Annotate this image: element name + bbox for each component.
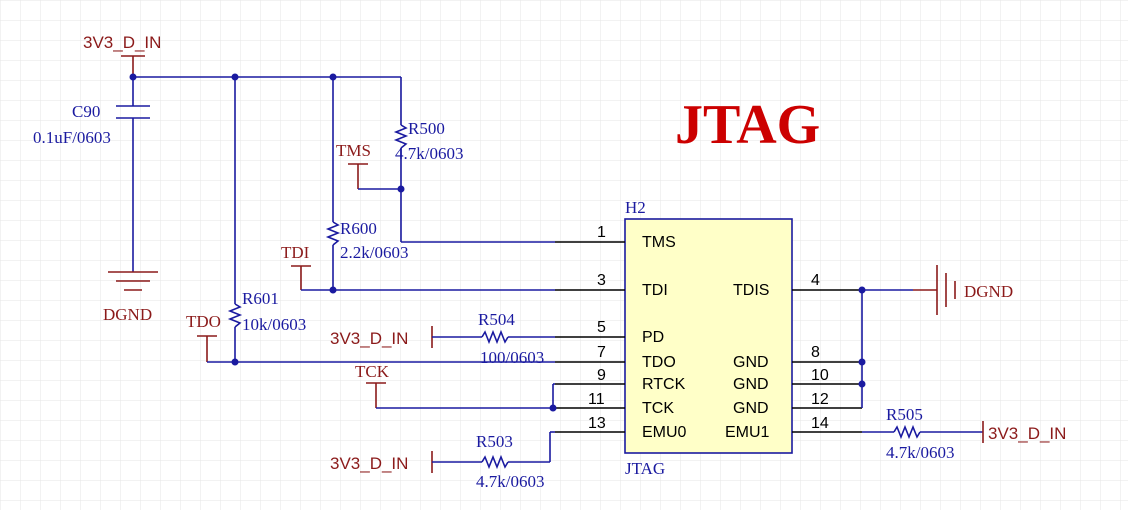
- pin-1-number: 1: [597, 224, 606, 241]
- emu0-supply-label: 3V3_D_IN: [330, 454, 408, 473]
- pin-5-label: PD: [642, 329, 664, 346]
- top-supply-port: 3V3_D_IN: [83, 33, 161, 77]
- r601-ref: R601: [242, 289, 279, 308]
- c90-value: 0.1uF/0603: [33, 128, 111, 147]
- emu1-supply-label: 3V3_D_IN: [988, 424, 1066, 443]
- emu0-pullup: 3V3_D_IN R503 4.7k/0603: [330, 431, 555, 491]
- pin-9-label: RTCK: [642, 376, 686, 393]
- pin-7-label: TDO: [642, 354, 676, 371]
- tms-net-label: TMS: [336, 141, 371, 160]
- tck-net-port: TCK: [355, 362, 553, 409]
- pin-11-label: TCK: [642, 400, 674, 417]
- r500-value: 4.7k/0603: [395, 144, 463, 163]
- pin-13-label: EMU0: [642, 424, 687, 441]
- r601-value: 10k/0603: [242, 315, 306, 334]
- tck-net-label: TCK: [355, 362, 390, 381]
- r503-ref: R503: [476, 432, 513, 451]
- r504-value: 100/0603: [480, 348, 544, 367]
- pin-8-number: 8: [811, 344, 820, 361]
- pd-pullup: 3V3_D_IN R504 100/0603: [330, 310, 555, 367]
- tdo-net-port: TDO: [186, 312, 235, 363]
- capacitor-c90: C90 0.1uF/0603: [33, 77, 150, 272]
- pin-4-number: 4: [811, 272, 820, 289]
- r505-value: 4.7k/0603: [886, 443, 954, 462]
- pin-14-label: EMU1: [725, 424, 770, 441]
- right-ground-bus: DGND: [861, 265, 1013, 408]
- top-rail: [133, 76, 402, 125]
- pin-10-number: 10: [811, 367, 829, 384]
- emu1-pullup: 3V3_D_IN R505 4.7k/0603: [862, 405, 1066, 462]
- pin-11-number: 11: [588, 391, 605, 408]
- diagram-title: JTAG: [675, 94, 820, 156]
- header-body: [624, 218, 793, 454]
- signal-wires: [235, 241, 555, 409]
- junction-dots: [129, 73, 866, 412]
- resistor-r601: R601 10k/0603: [227, 77, 306, 362]
- pin-5-number: 5: [597, 319, 606, 336]
- header-name: JTAG: [625, 459, 665, 478]
- header-h2: H2 JTAG 1 3 5 7 9 11 13 TMS TDI PD TDO R…: [555, 198, 862, 478]
- pin-3-label: TDI: [642, 282, 668, 299]
- pin-14-number: 14: [811, 415, 829, 432]
- dgnd-left-symbol: DGND: [103, 271, 158, 324]
- dgnd-left-label: DGND: [103, 305, 152, 324]
- pin-12-number: 12: [811, 391, 829, 408]
- tdi-net-port: TDI: [281, 243, 333, 291]
- pin-9-number: 9: [597, 367, 606, 384]
- top-supply-label: 3V3_D_IN: [83, 33, 161, 52]
- r503-value: 4.7k/0603: [476, 472, 544, 491]
- pin-8-label: GND: [733, 354, 769, 371]
- resistor-r500: R500 4.7k/0603: [393, 119, 463, 242]
- tms-net-port: TMS: [336, 141, 401, 190]
- pin-1-label: TMS: [642, 234, 676, 251]
- tdi-net-label: TDI: [281, 243, 310, 262]
- pin-3-number: 3: [597, 272, 606, 289]
- r600-value: 2.2k/0603: [340, 243, 408, 262]
- r500-ref: R500: [408, 119, 445, 138]
- pin-10-label: GND: [733, 376, 769, 393]
- pin-7-number: 7: [597, 344, 606, 361]
- pin-13-number: 13: [588, 415, 606, 432]
- r504-ref: R504: [478, 310, 515, 329]
- c90-ref: C90: [72, 102, 100, 121]
- pin-12-label: GND: [733, 400, 769, 417]
- r600-ref: R600: [340, 219, 377, 238]
- r505-ref: R505: [886, 405, 923, 424]
- pin-4-label: TDIS: [733, 282, 769, 299]
- resistor-r600: R600 2.2k/0603: [325, 77, 408, 290]
- tdo-net-label: TDO: [186, 312, 221, 331]
- header-ref: H2: [625, 198, 646, 217]
- dgnd-right-label: DGND: [964, 282, 1013, 301]
- pd-supply-label: 3V3_D_IN: [330, 329, 408, 348]
